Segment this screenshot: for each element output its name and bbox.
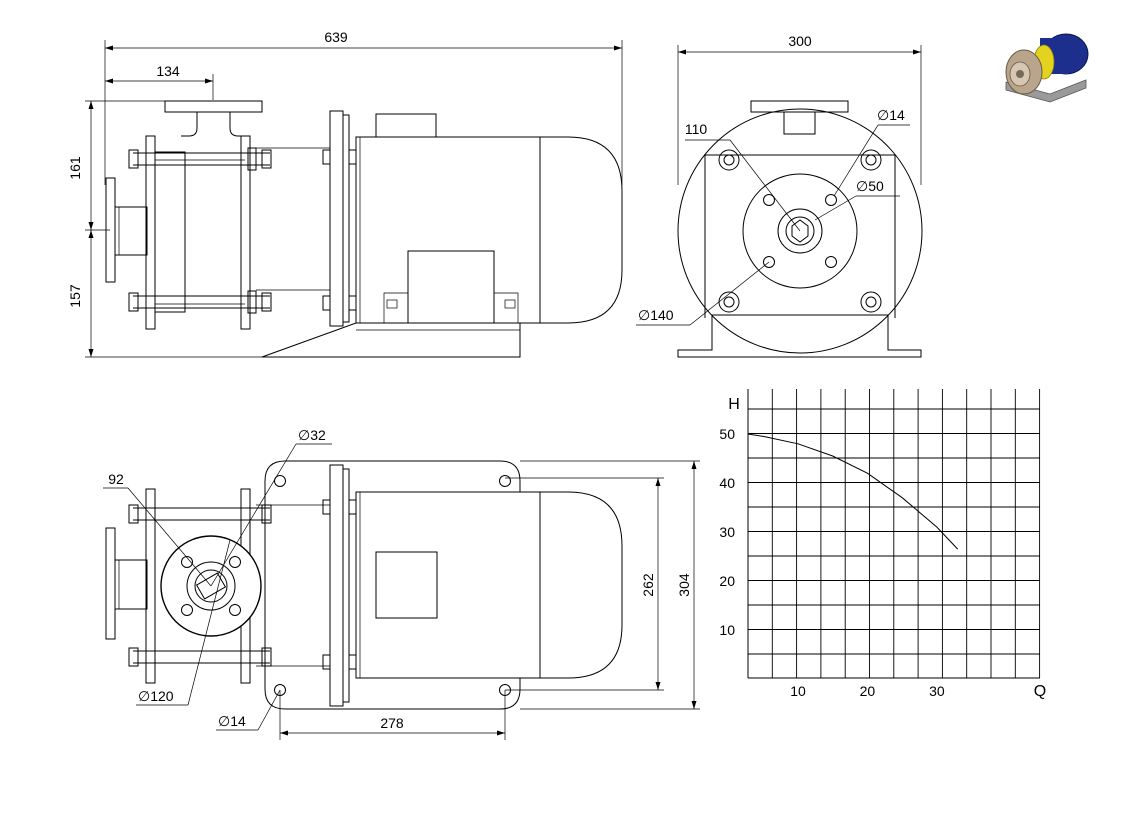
- chart-y-tick-label: 40: [719, 475, 735, 491]
- dim-base-inner-label: 262: [640, 573, 656, 597]
- top-flange-holes: [181, 556, 241, 616]
- leader-dia140: ∅140: [636, 261, 770, 326]
- chart-series-line: [747, 433, 959, 550]
- leader-dia50: ∅50: [814, 178, 900, 221]
- thumb-pump-port: [1016, 70, 1024, 78]
- top-flange-bolt: [322, 499, 331, 515]
- dim-small-hole-label: ∅14: [877, 107, 905, 123]
- lantern: [256, 147, 330, 291]
- chart-ticks: 10 20 30 40 50 10 20 30: [719, 426, 944, 699]
- top-motor-flange: [329, 464, 344, 707]
- chart-x-tick-label: 20: [860, 683, 876, 699]
- chart-y-axis-label: H: [728, 396, 740, 413]
- top-terminal-box: [375, 551, 438, 619]
- dim-overall-length-label: 639: [324, 29, 348, 45]
- pump-body: [128, 100, 272, 330]
- dim-base-hole-label: ∅14: [218, 713, 246, 729]
- top-nozzle: [783, 111, 816, 135]
- shaft-hex: [791, 219, 809, 243]
- performance-chart: 10 20 30 40 50 10 20 30 H Q: [719, 389, 1046, 700]
- top-flange-bolt: [322, 654, 331, 670]
- motor-body: [355, 113, 623, 324]
- dim-base-outer-label: 304: [676, 573, 692, 597]
- top-motor-flange-inner: [342, 468, 350, 703]
- chart-x-tick-label: 30: [929, 683, 945, 699]
- dim-bore-label: ∅50: [856, 178, 884, 194]
- top-motor-fan-cover: [539, 491, 623, 679]
- base-plate: [261, 322, 521, 358]
- top-base-hole: [274, 475, 286, 487]
- dim-width-label: 300: [788, 33, 812, 49]
- dim-overall-length: 639: [104, 29, 623, 185]
- dim-width: 300: [677, 33, 922, 185]
- dim-base-hole-spacing-label: 278: [380, 715, 404, 731]
- side-view: 639 134 161 157: [67, 29, 623, 358]
- chart-y-tick-label: 20: [719, 573, 735, 589]
- flange-holes: [763, 194, 837, 268]
- dim-flange-dia-label: ∅120: [138, 688, 174, 704]
- leader-dia14-base: ∅14: [216, 689, 281, 731]
- leader-dia14: ∅14: [833, 107, 910, 197]
- chart-x-tick-label: 10: [790, 683, 806, 699]
- top-suction-pipe: [114, 559, 148, 610]
- flange-circle: [742, 173, 858, 289]
- suction-flange: [105, 177, 148, 283]
- leader-dia120: ∅120: [136, 539, 231, 706]
- top-discharge-inner: [186, 561, 236, 611]
- dim-heights: 161 157: [67, 100, 265, 358]
- chart-y-tick-label: 10: [719, 622, 735, 638]
- dim-outlet-label: ∅32: [298, 427, 326, 443]
- bore-circle: [777, 208, 823, 254]
- dim-pcd-label: ∅140: [638, 307, 674, 323]
- top-motor-body: [355, 491, 541, 679]
- top-view: 262 304 278 ∅32 92 ∅120: [103, 427, 700, 740]
- dim-height-upper-label: 161: [67, 156, 83, 180]
- pump-3d-thumbnail: [1005, 33, 1089, 103]
- dim-height-lower-label: 157: [67, 284, 83, 308]
- top-base-hole: [499, 475, 511, 487]
- leader-92: 92: [103, 471, 212, 587]
- feet: [677, 314, 922, 358]
- chart-grid: [747, 389, 1041, 679]
- top-flange: [750, 100, 849, 113]
- top-flange-bolt: [348, 654, 357, 670]
- chart-y-tick-label: 50: [719, 426, 735, 442]
- top-discharge-hex: [195, 572, 227, 600]
- leader-110: 110: [685, 121, 801, 232]
- dim-flange-offset-label: 134: [156, 63, 180, 79]
- top-base-plate: [264, 460, 521, 710]
- front-view: 300 110 ∅14: [636, 33, 923, 358]
- chart-y-tick-label: 30: [719, 524, 735, 540]
- dim-flange-pcd-label: 92: [108, 471, 124, 487]
- dim-flange-offset: 134: [105, 63, 214, 100]
- chart-x-axis-label: Q: [1034, 683, 1046, 700]
- dim-base-hole-spacing: 278: [279, 690, 506, 740]
- top-suction-flange: [105, 527, 116, 640]
- top-pump-plate-left: [145, 488, 156, 684]
- motor-flange: [322, 110, 357, 327]
- leader-dia32: ∅32: [210, 427, 332, 587]
- top-discharge-bore: [194, 569, 228, 603]
- top-flange-bolt: [348, 499, 357, 515]
- casing-outline: [704, 154, 896, 318]
- shaft-circle: [785, 216, 815, 246]
- motor-circle: [677, 108, 923, 354]
- dim-base-widths: 262 304: [505, 460, 700, 710]
- dim-bolt-spacing-label: 110: [685, 121, 708, 137]
